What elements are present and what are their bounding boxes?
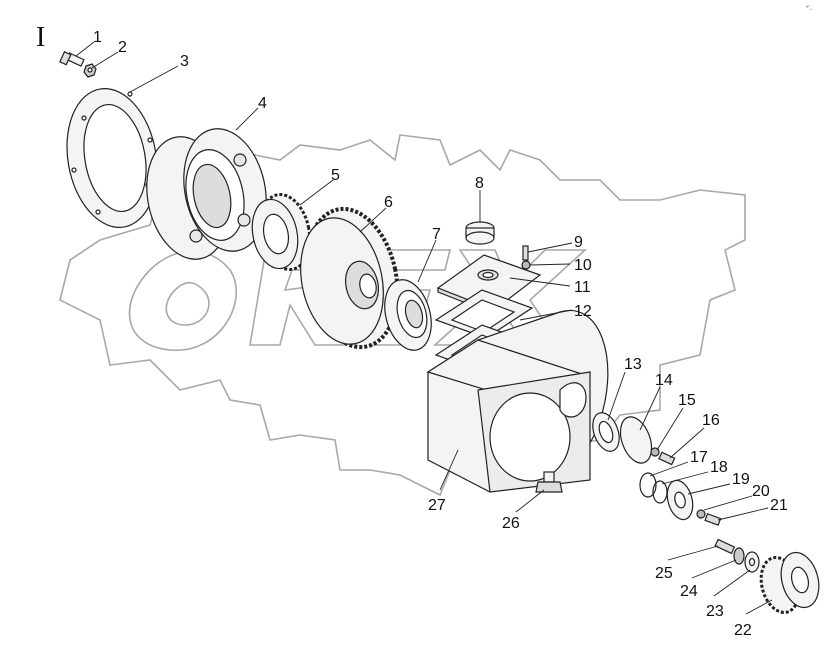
corner-mark: *'.. [806, 6, 813, 12]
part-19-flange [666, 479, 694, 521]
callout-17: 17 [690, 449, 708, 466]
part-16-bolt [658, 451, 676, 466]
part-2-nut [83, 63, 97, 78]
callout-25: 25 [655, 565, 673, 582]
part-25-bolt [714, 538, 736, 555]
callout-15: 15 [678, 392, 696, 409]
part-23-washer [744, 551, 760, 573]
leader-lines [75, 41, 773, 615]
callout-9: 9 [574, 234, 583, 251]
callout-24: 24 [680, 583, 698, 600]
section-label: I [36, 22, 45, 53]
part-1-bolt [59, 50, 85, 67]
callout-8: 8 [475, 175, 484, 192]
callout-10: 10 [574, 257, 592, 274]
part-9-screw [522, 245, 529, 261]
callout-18: 18 [710, 459, 728, 476]
part-5-spline-gear [251, 192, 312, 272]
part-10-washer [521, 260, 531, 270]
callout-14: 14 [655, 372, 673, 389]
part-8-plug [465, 221, 495, 245]
callout-20: 20 [752, 483, 770, 500]
part-21-bolt [704, 513, 722, 526]
callout-6: 6 [384, 194, 393, 211]
part-13-gasket [592, 412, 620, 452]
callout-19: 19 [732, 471, 750, 488]
callout-16: 16 [702, 412, 720, 429]
callout-labels: 1 2 3 4 5 6 7 8 9 10 11 12 13 14 15 16 1… [93, 29, 788, 639]
callout-26: 26 [502, 515, 520, 532]
callout-11: 11 [574, 279, 591, 296]
part-26-drain-plug [535, 471, 563, 493]
part-27-housing [426, 309, 609, 493]
callout-2: 2 [118, 39, 127, 56]
callout-4: 4 [258, 95, 267, 112]
callout-3: 3 [180, 53, 189, 70]
part-20-washer [696, 509, 706, 519]
part-3-cover-plate [66, 88, 158, 228]
callout-22: 22 [734, 622, 752, 639]
part-17-oring [639, 472, 657, 498]
part-24-lock-washer [733, 547, 745, 565]
callout-23: 23 [706, 603, 724, 620]
part-22-output-gear [759, 551, 820, 614]
callout-12: 12 [574, 303, 592, 320]
callout-5: 5 [331, 167, 340, 184]
part-14-cover [619, 416, 653, 464]
callout-13: 13 [624, 356, 642, 373]
callout-7: 7 [432, 226, 441, 243]
callout-1: 1 [93, 29, 102, 46]
callout-21: 21 [770, 497, 788, 514]
callout-27: 27 [428, 497, 446, 514]
part-6-large-gear [300, 206, 400, 350]
part-4-roller-bearing [146, 128, 267, 260]
part-7-ball-bearing [384, 279, 432, 351]
